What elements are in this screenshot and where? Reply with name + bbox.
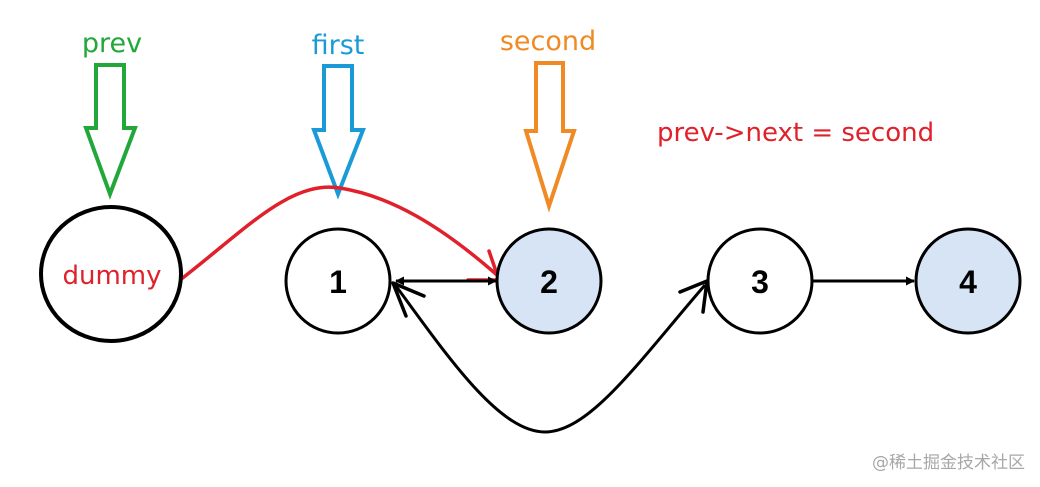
node-3	[706, 227, 814, 335]
prev-pointer-label: prev	[82, 28, 142, 59]
watermark: @稀土掘金技术社区	[872, 453, 1025, 473]
second-pointer-label: second	[500, 26, 596, 57]
node-2-label: 2	[540, 264, 558, 300]
dummy-node-label: dummy	[62, 261, 161, 291]
node-3-label: 3	[751, 264, 769, 300]
formula-text: prev->next = second	[657, 118, 934, 148]
prev-down-arrow-icon	[83, 63, 138, 200]
node-1-label: 1	[329, 264, 347, 300]
node-1	[284, 227, 392, 335]
node-4	[914, 227, 1022, 335]
first-down-arrow-icon	[311, 64, 366, 200]
first-pointer-label: first	[312, 30, 365, 61]
node-2	[495, 227, 603, 335]
node1-node3-link	[394, 284, 707, 434]
second-down-arrow-icon	[523, 61, 577, 213]
node1-arrow-head-icon	[391, 281, 426, 318]
prev-next-to-second-arrow	[178, 185, 499, 282]
dummy-node	[39, 205, 183, 343]
node-4-label: 4	[959, 264, 977, 300]
